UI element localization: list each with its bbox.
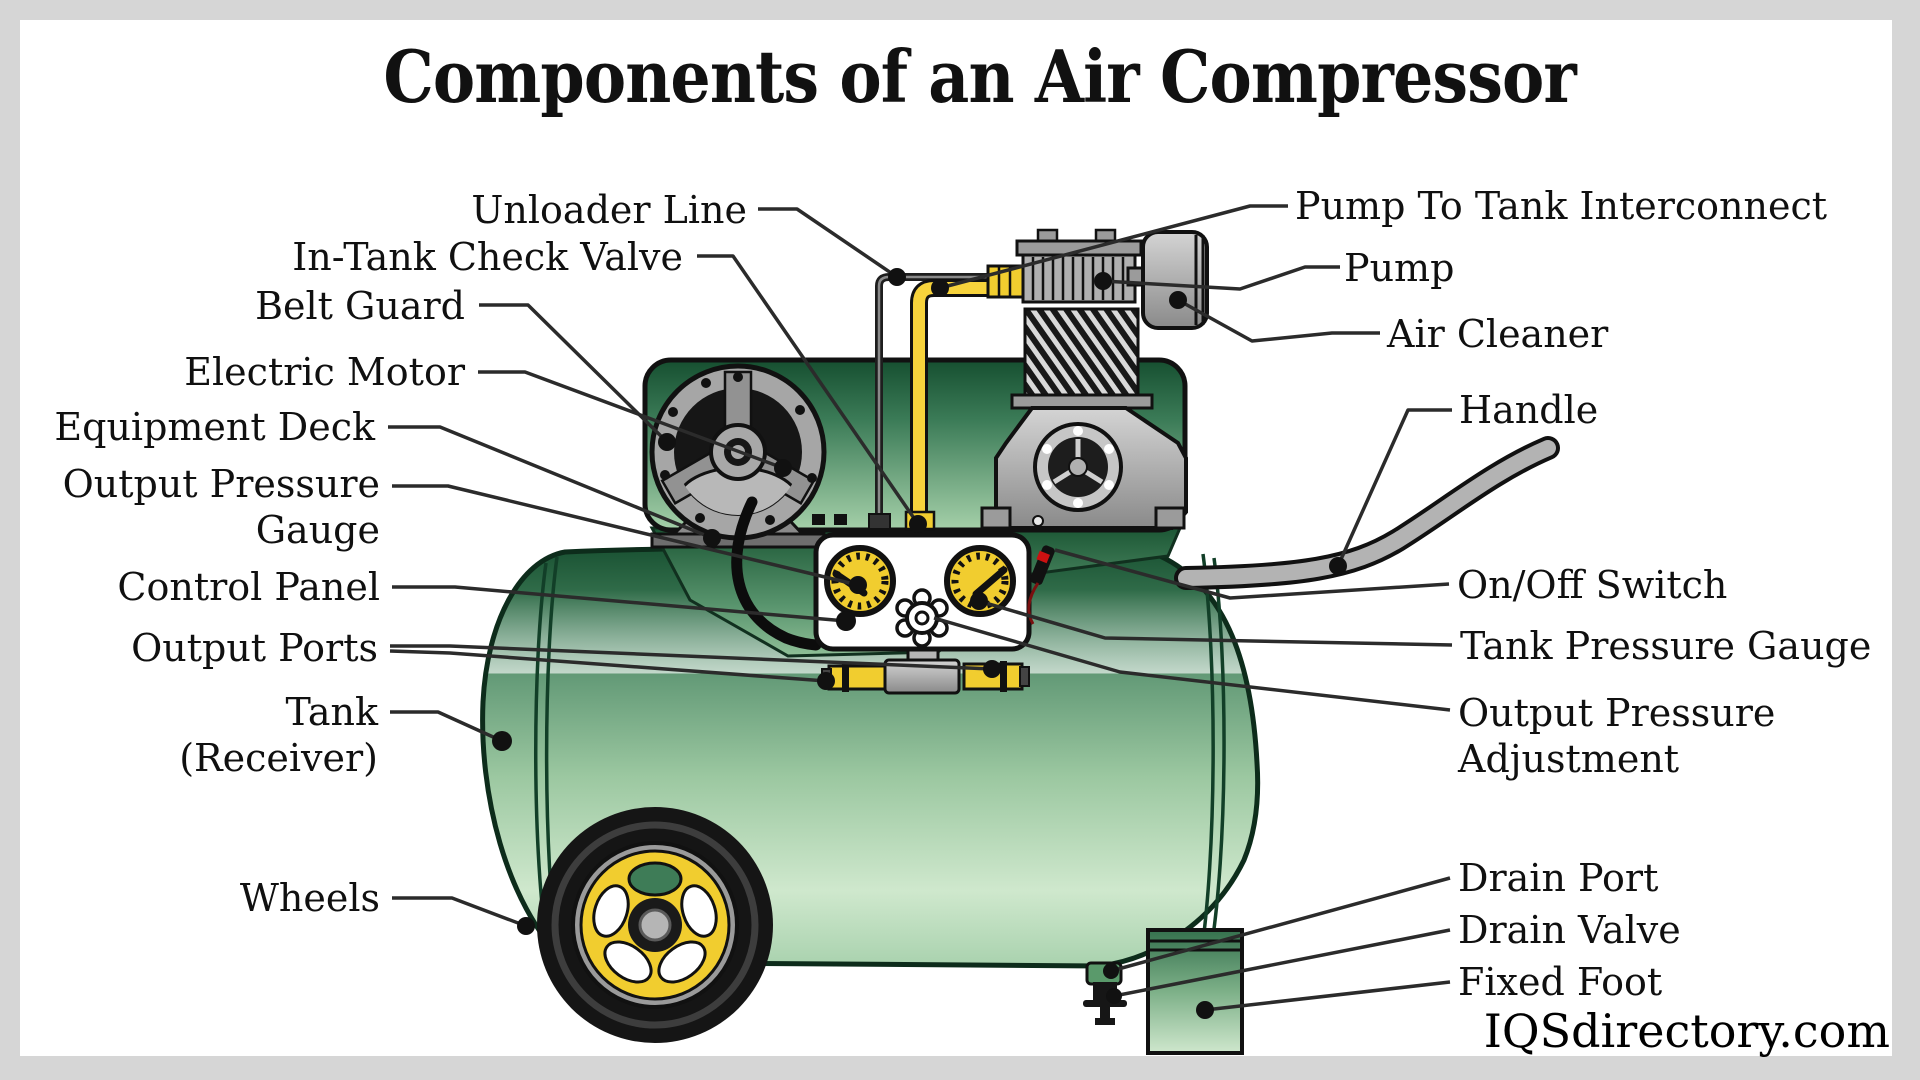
label-control-panel: Control Panel (117, 565, 380, 609)
label-output-pressure-adjustment: Output Pressure Adjustment (1458, 691, 1776, 781)
fixed-foot (1146, 928, 1244, 1055)
on-off-switch (1027, 545, 1055, 625)
label-on-off-switch: On/Off Switch (1457, 563, 1728, 607)
label-equipment-deck: Equipment Deck (54, 405, 375, 449)
watermark: IQSdirectory.com (1483, 1004, 1890, 1058)
output-pressure-adjustment-knob (895, 588, 949, 648)
label-output-ports: Output Ports (131, 626, 378, 670)
leader-lines (388, 204, 1453, 1012)
label-tank-receiver: Tank (Receiver) (179, 690, 378, 780)
label-tank-pressure-gauge: Tank Pressure Gauge (1460, 624, 1872, 668)
label-air-cleaner: Air Cleaner (1387, 312, 1609, 356)
label-pump: Pump (1344, 246, 1455, 290)
label-handle: Handle (1459, 388, 1599, 432)
handle (1174, 436, 1560, 590)
label-pump-to-tank-interconnect: Pump To Tank Interconnect (1295, 184, 1828, 228)
label-unloader-line: Unloader Line (471, 188, 747, 232)
page-title: Components of an Air Compressor (383, 34, 1577, 119)
label-in-tank-check-valve: In-Tank Check Valve (292, 235, 683, 279)
leader-dots (492, 268, 1347, 1019)
air-cleaner (1126, 230, 1209, 330)
label-fixed-foot: Fixed Foot (1458, 960, 1663, 1004)
wheel (537, 807, 773, 1043)
label-electric-motor: Electric Motor (184, 350, 465, 394)
label-drain-port: Drain Port (1458, 856, 1659, 900)
label-drain-valve: Drain Valve (1458, 908, 1681, 952)
label-output-pressure-gauge: Output Pressure Gauge (62, 462, 380, 552)
label-wheels: Wheels (239, 876, 380, 920)
label-belt-guard: Belt Guard (255, 284, 465, 328)
